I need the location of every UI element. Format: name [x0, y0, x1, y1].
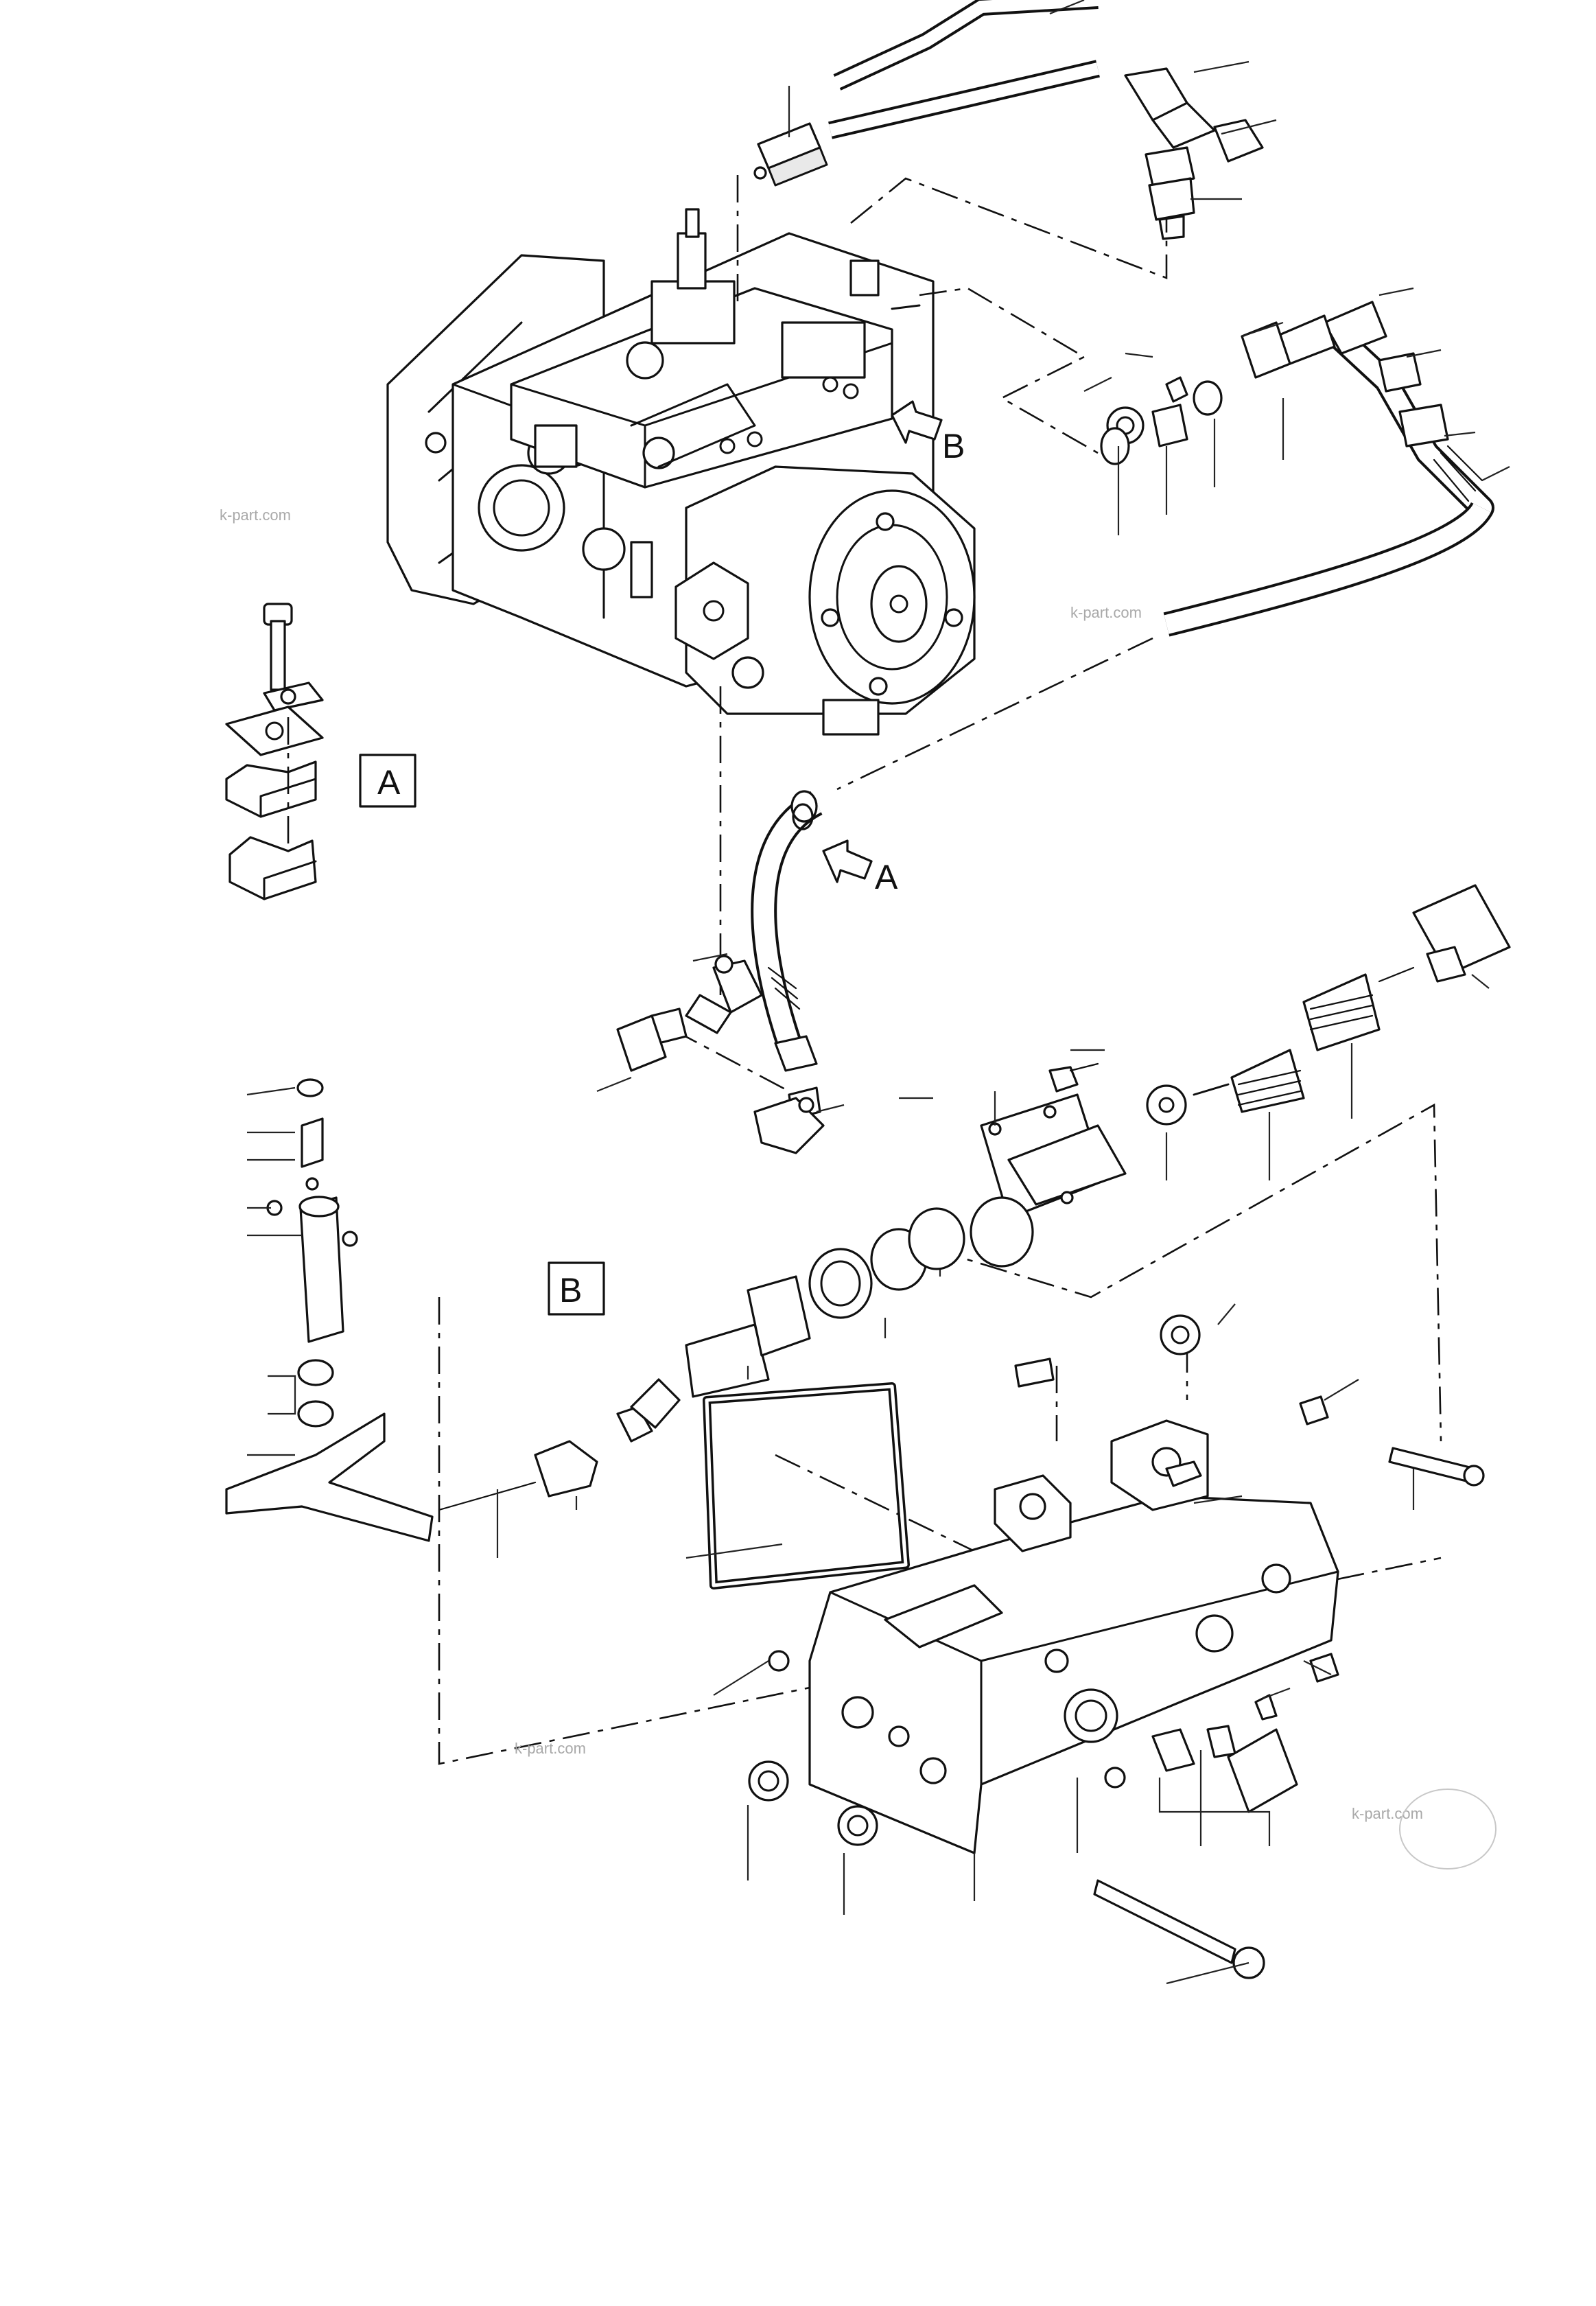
detail-a-arrow-label: A	[875, 858, 898, 896]
right-hose-assembly	[1100, 301, 1494, 637]
detail-b-box-label: B	[559, 1271, 582, 1309]
watermarks: k-part.com k-part.com k-part.com k-part.…	[220, 506, 1497, 1870]
watermark: k-part.com	[1070, 604, 1142, 621]
hydraulic-pump-assembly	[386, 208, 976, 736]
detail-a-clamp: A	[225, 603, 416, 900]
detail-b-arrow: B	[891, 400, 965, 465]
callout-leader-lines	[246, 0, 1510, 1985]
upper-pipe-line	[753, 0, 1264, 240]
watermark: k-part.com	[515, 1740, 586, 1757]
watermark: k-part.com	[1352, 1805, 1423, 1822]
detail-b-valve-assembly: B	[225, 884, 1511, 1979]
watermark: k-part.com	[220, 506, 291, 524]
detail-b-arrow-label: B	[942, 427, 965, 465]
middle-hose-assembly: A	[751, 790, 898, 1120]
detail-a-box-label: A	[377, 763, 401, 802]
left-fittings-group	[616, 955, 825, 1154]
